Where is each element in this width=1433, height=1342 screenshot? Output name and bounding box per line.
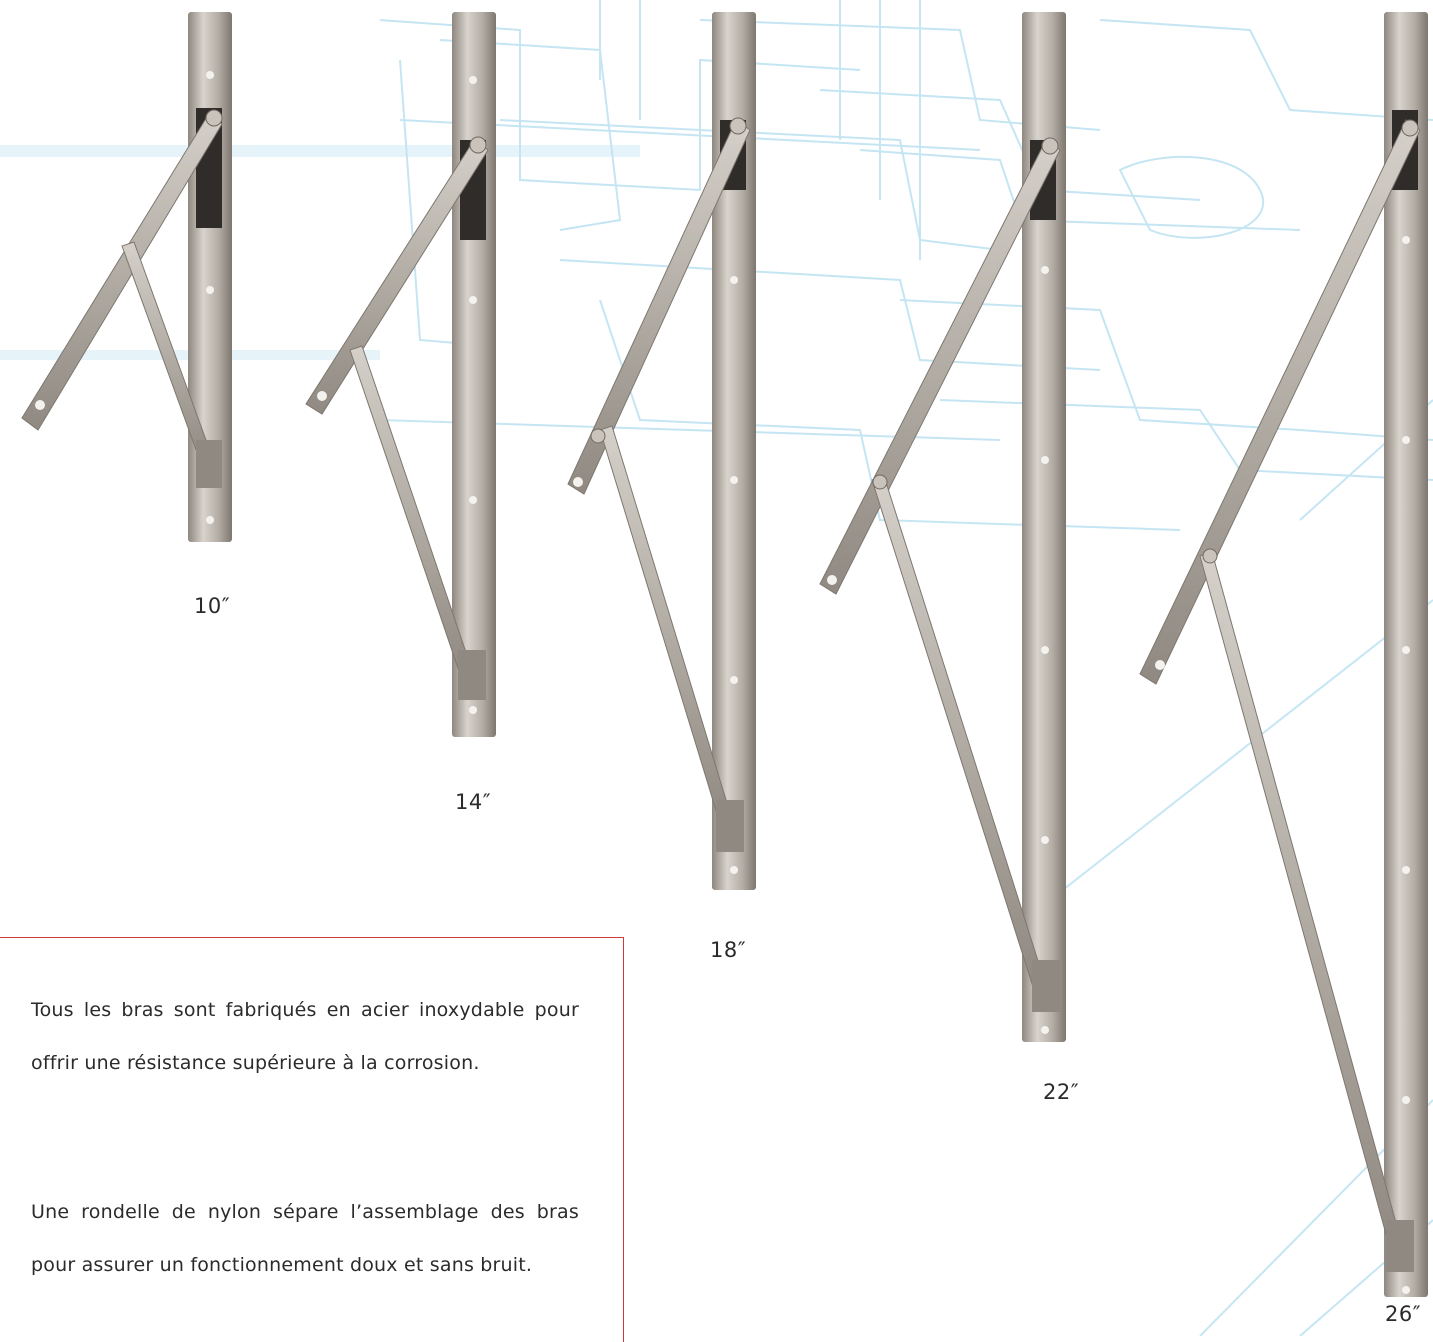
size-label-10: 10″ xyxy=(194,594,231,618)
hinge-26 xyxy=(1139,12,1428,1297)
size-label-14: 14″ xyxy=(455,790,492,814)
description-paragraph-2: Une rondelle de nylon sépare l’assemblag… xyxy=(31,1201,579,1276)
description-box: Tous les bras sont fabriqués en acier in… xyxy=(0,937,624,1342)
hinge-10 xyxy=(21,12,232,542)
size-label-26: 26″ xyxy=(1385,1302,1422,1326)
description-paragraph-1: Tous les bras sont fabriqués en acier in… xyxy=(31,999,579,1074)
size-label-22: 22″ xyxy=(1043,1080,1080,1104)
hinge-14 xyxy=(305,12,496,737)
size-label-18: 18″ xyxy=(710,938,747,962)
hinge-22 xyxy=(819,12,1066,1042)
hinge-18 xyxy=(567,12,756,890)
